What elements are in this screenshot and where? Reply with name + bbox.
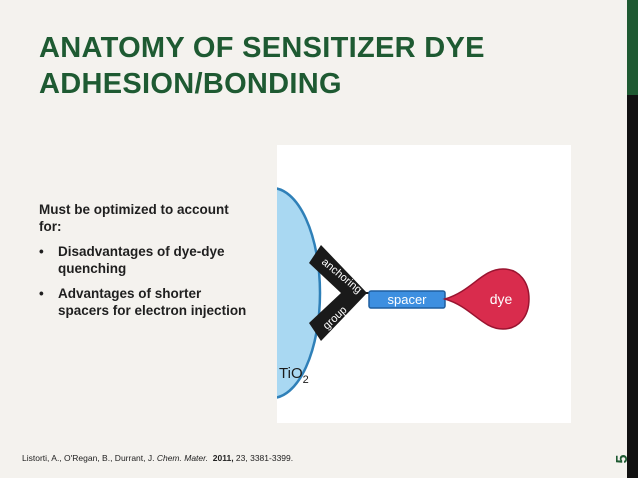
spacer-label: spacer <box>387 292 427 307</box>
intro-text: Must be optimized to account for: <box>39 202 229 234</box>
bullet-item: Advantages of shorter spacers for electr… <box>39 285 249 319</box>
citation-year: 2011, <box>212 453 234 463</box>
citation-details: 23, 3381-3399. <box>233 453 294 463</box>
title-line-1: ANATOMY OF SENSITIZER DYE <box>39 32 485 64</box>
bullet-item: Disadvantages of dye-dye quenching <box>39 243 249 277</box>
dye-drop <box>442 268 530 330</box>
dye-label: dye <box>490 291 513 307</box>
anchoring-group-shape <box>309 245 367 341</box>
right-accent-bar <box>627 0 638 478</box>
title-line-2: ADHESION/BONDING <box>39 68 342 100</box>
citation: Listorti, A., O'Regan, B., Durrant, J. C… <box>22 453 293 463</box>
body-text: Must be optimized to account for: Disadv… <box>39 201 249 327</box>
tio2-surface <box>277 187 322 399</box>
tio2-label: TiO2 <box>279 365 309 386</box>
page-number: 5 <box>614 454 631 464</box>
right-accent-bar-green <box>627 0 638 95</box>
citation-journal: Chem. Mater. <box>156 453 209 463</box>
dye-anatomy-diagram: TiO2 anchoring group spacer dye <box>277 145 571 423</box>
citation-authors: Listorti, A., O'Regan, B., Durrant, J. <box>22 453 157 463</box>
bullet-list: Disadvantages of dye-dye quenching Advan… <box>39 243 249 319</box>
diagram-svg: TiO2 anchoring group spacer dye <box>277 187 530 399</box>
slide-title: ANATOMY OF SENSITIZER DYE ADHESION/BONDI… <box>39 30 599 102</box>
